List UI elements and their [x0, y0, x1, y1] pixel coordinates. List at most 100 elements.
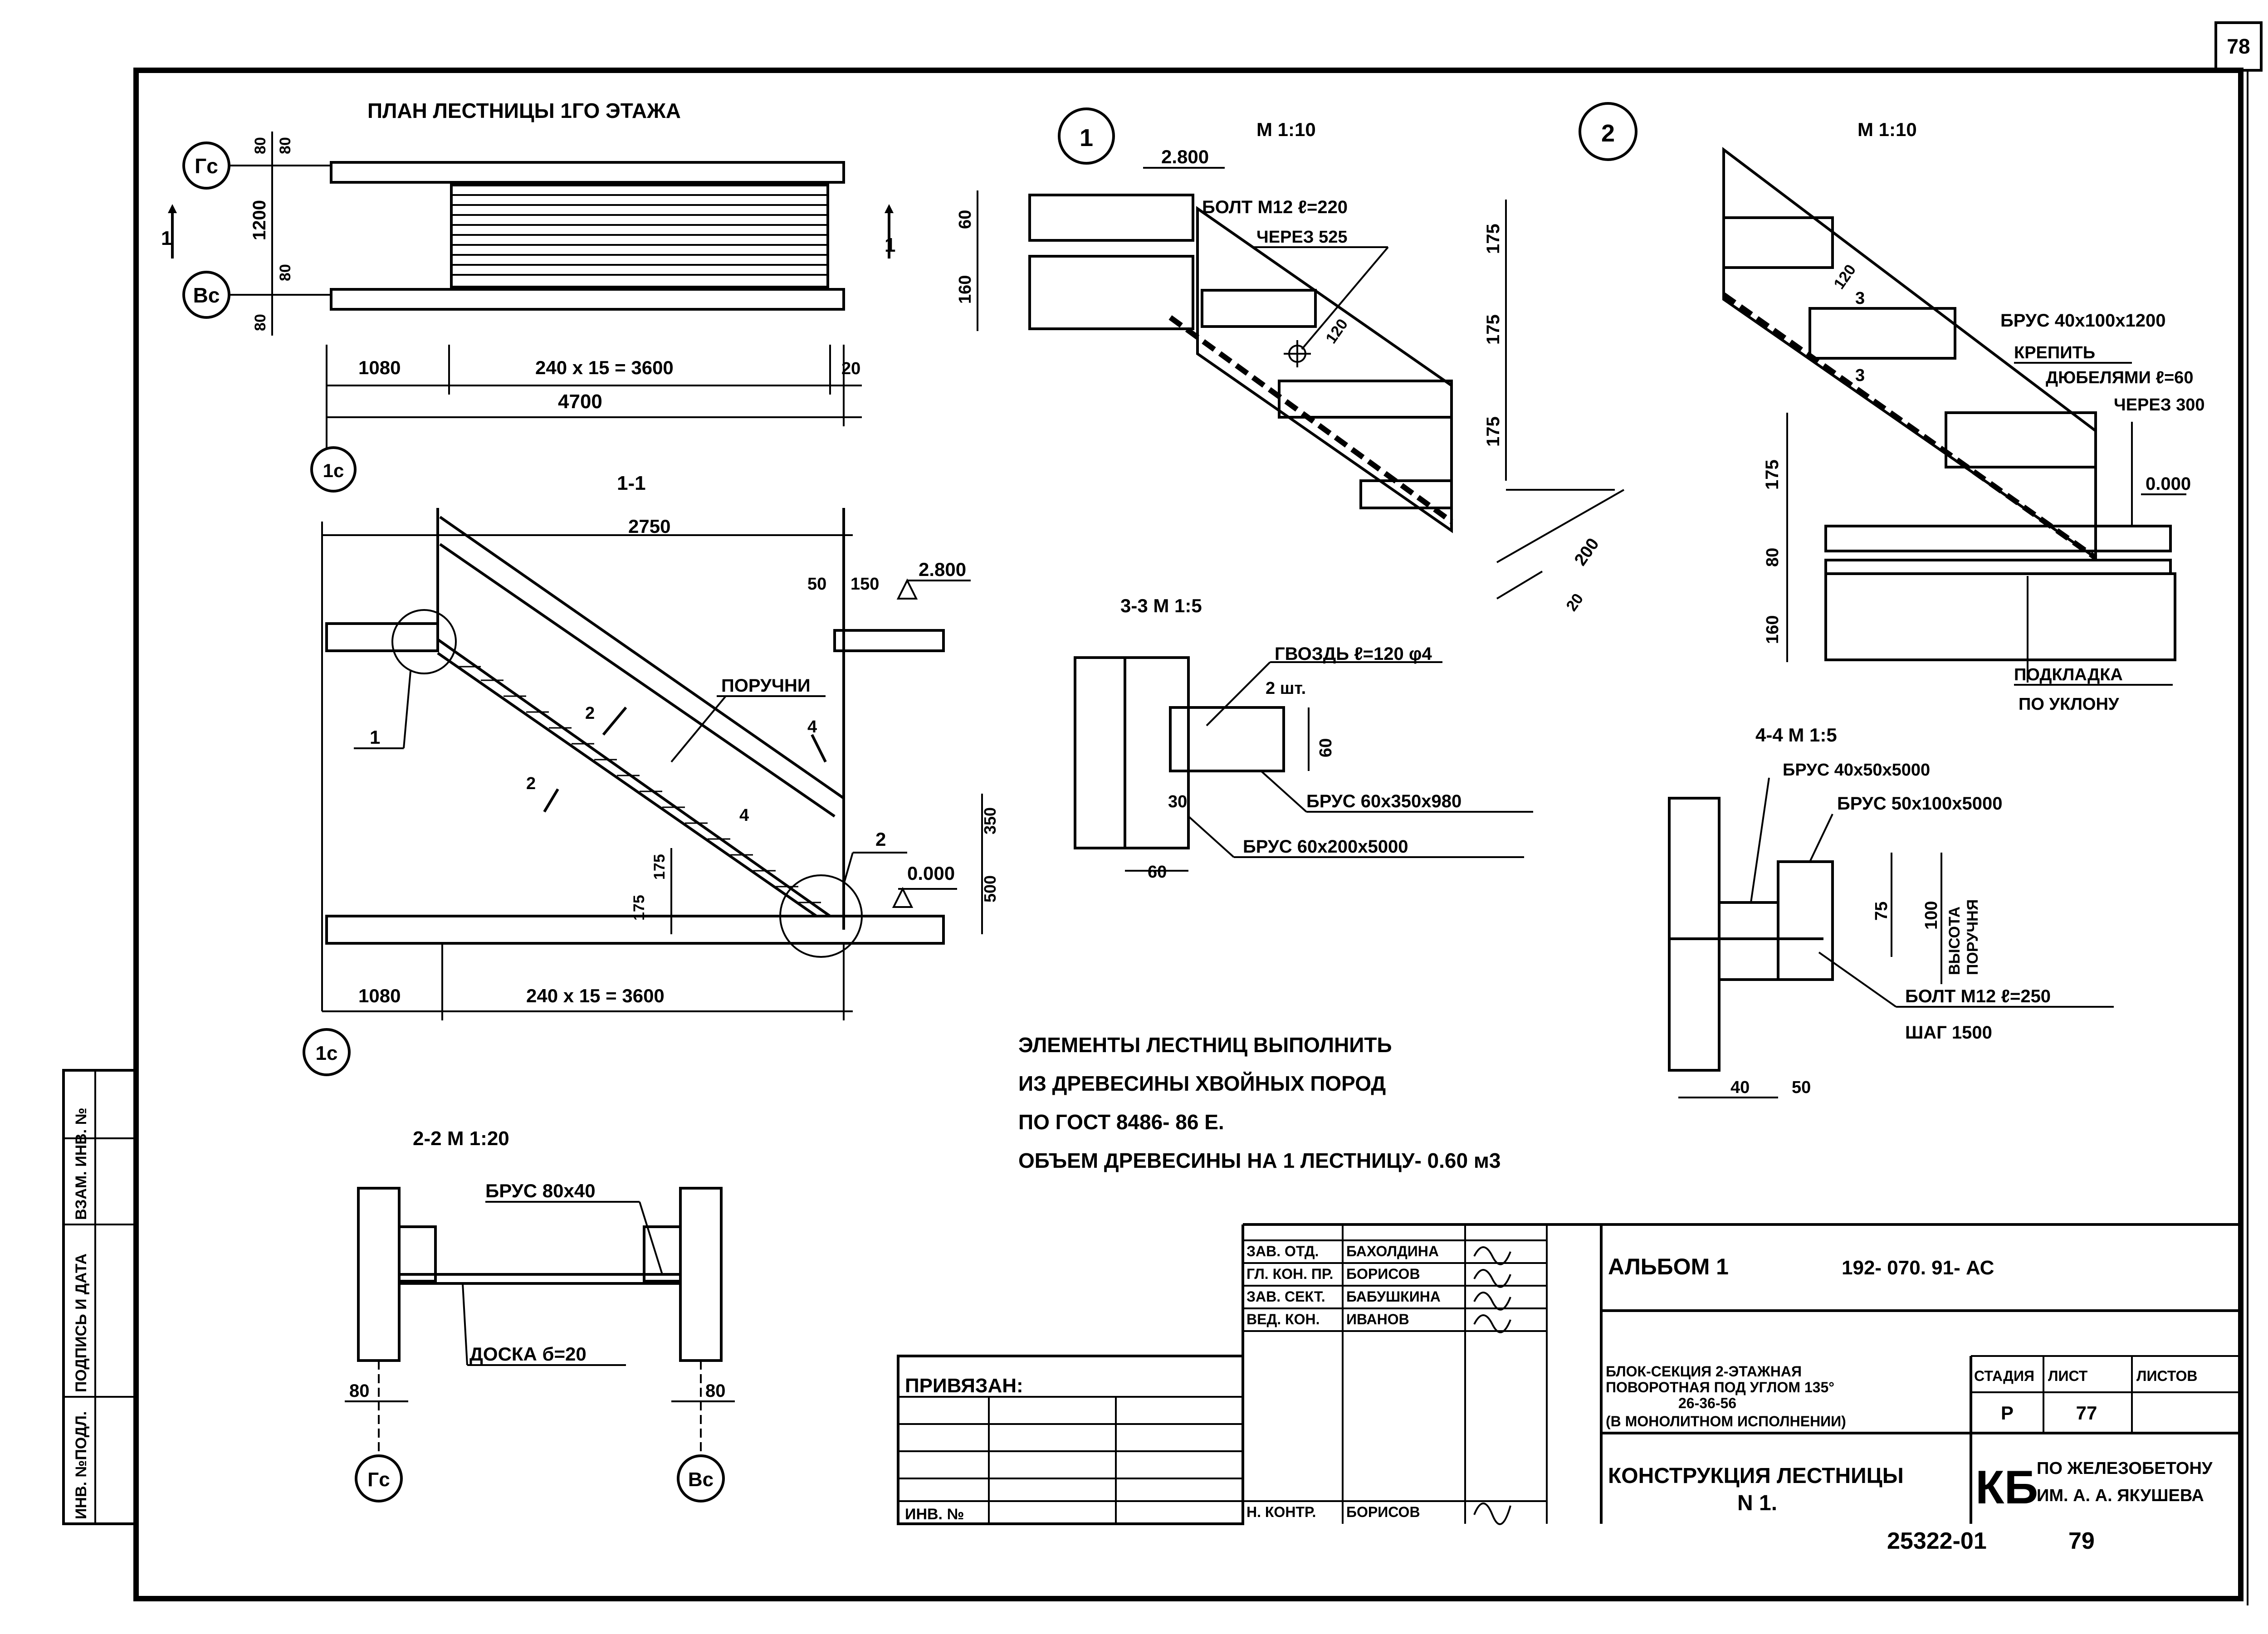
section-2-2: 2-2 М 1:20 БРУС 80x40 ДОСКА б=20 80 80 Г… [345, 1127, 735, 1502]
title-block: ЗАВ. ОТД. БАХОЛДИНА ГЛ. КОН. ПР. БОРИСОВ… [897, 1223, 2241, 1525]
s44-rail-height-2: ПОРУЧНЯ [1964, 899, 1981, 975]
page-number: 78 [2227, 34, 2250, 58]
section-3-3: 3-3 М 1:5 ГВОЗДЬ ℓ=120 φ4 2 шт. 60 30 60… [1074, 595, 1533, 882]
s33-dim-60-h: 60 [1316, 738, 1335, 757]
name-4: ИВАНОВ [1346, 1311, 1409, 1327]
section-4-4: 4-4 М 1:5 БРУС 40x50x5000 БРУС 50x100x50… [1668, 724, 2114, 1098]
detail-2-fix-3: ЧЕРЕЗ 300 [2114, 395, 2205, 415]
control-role: Н. КОНТР. [1246, 1504, 1316, 1520]
org-line-1: ПО ЖЕЛЕЗОБЕТОНУ [2037, 1459, 2213, 1478]
detail-1-dim-20: 20 [1563, 590, 1587, 615]
detail-2-beam-label: БРУС 40x100x1200 [2000, 311, 2166, 331]
role-1: ЗАВ. ОТД. [1246, 1243, 1319, 1259]
s11-handrail-label: ПОРУЧНИ [721, 676, 811, 696]
plan-dim-20: 20 [841, 359, 860, 378]
role-4: ВЕД. КОН. [1246, 1311, 1320, 1327]
s44-beam-b: БРУС 50x100x5000 [1837, 794, 2003, 814]
name-1: БАХОЛДИНА [1346, 1243, 1439, 1259]
side-stamp-col1: ИНВ. №ПОДЛ. [73, 1411, 90, 1519]
plan-dim-80-d: 80 [252, 314, 269, 331]
detail-2-cut-3-b: 3 [1855, 366, 1865, 385]
detail-2-dim-80: 80 [1763, 548, 1782, 567]
detail-1-dim-200: 200 [1571, 535, 1603, 569]
detail-2-dim-160: 160 [1763, 615, 1782, 644]
axis-vc-label: Вс [193, 283, 220, 307]
detail-2-bubble [1579, 102, 1637, 161]
s11-dim-2750: 2750 [628, 516, 670, 537]
s22-board: ДОСКА б=20 [469, 1343, 587, 1365]
plan-wall-gc [330, 161, 845, 184]
plan-dim-80-a: 80 [252, 137, 269, 154]
detail-2-dim-175: 175 [1762, 459, 1782, 490]
name-3: БАБУШКИНА [1346, 1288, 1441, 1305]
s22-beam: БРУС 80x40 [485, 1180, 596, 1201]
s11-dim-350: 350 [981, 807, 999, 834]
side-stamp-col2: ПОДПИСЬ И ДАТА [73, 1254, 90, 1392]
detail-1-bubble [1058, 107, 1115, 165]
title-block-roles: ЗАВ. ОТД. БАХОЛДИНА ГЛ. КОН. ПР. БОРИСОВ… [1246, 1243, 1441, 1327]
plan-dim-4700: 4700 [558, 390, 602, 413]
project-line-2: ПОВОРОТНАЯ ПОД УГЛОМ 135° [1606, 1379, 1834, 1395]
stair-plan: ПЛАН ЛЕСТНИЦЫ 1ГО ЭТАЖА Гс Вс 80 80 1200… [161, 99, 895, 493]
s22-dim-80-b: 80 [705, 1381, 726, 1401]
s33-title: 3-3 М 1:5 [1120, 595, 1202, 616]
s11-title: 1-1 [617, 472, 646, 494]
detail-2-dim-120: 120 [1830, 261, 1859, 292]
s44-step: ШАГ 1500 [1905, 1023, 1992, 1043]
sheet-frame: 78 [133, 21, 2263, 1605]
s11-dim-500: 500 [981, 875, 999, 902]
plan-title: ПЛАН ЛЕСТНИЦЫ 1ГО ЭТАЖА [367, 99, 681, 122]
bottom-code: 25322-01 [1887, 1528, 1987, 1554]
plan-axis-1c-bubble [310, 446, 357, 493]
s11-axis-1c-bubble [303, 1028, 351, 1076]
section-1-1: 1-1 2750 50 150 2.800 ПОРУЧНИ [303, 472, 999, 1076]
s44-title: 4-4 М 1:5 [1755, 724, 1837, 746]
org-logo: КБ [1975, 1461, 2038, 1514]
general-notes: ЭЛЕМЕНТЫ ЛЕСТНИЦ ВЫПОЛНИТЬ ИЗ ДРЕВЕСИНЫ … [1018, 1033, 1501, 1172]
doc-code: 192- 070. 91- АС [1842, 1257, 1994, 1279]
plan-cut-right: 1 [885, 234, 895, 256]
s11-axis-1c: 1с [316, 1042, 338, 1064]
s11-dim-175-a: 175 [651, 854, 668, 880]
s44-bolt: БОЛТ М12 ℓ=250 [1905, 986, 2051, 1006]
notes-line-1: ЭЛЕМЕНТЫ ЛЕСТНИЦ ВЫПОЛНИТЬ [1018, 1033, 1392, 1057]
detail-1-number: 1 [1080, 124, 1093, 151]
plan-dim-1080: 1080 [358, 357, 401, 378]
project-line-1: БЛОК-СЕКЦИЯ 2-ЭТАЖНАЯ [1606, 1363, 1802, 1380]
detail-2: 2 М 1:10 БРУС 40x100x1200 КРЕПИТЬ ДЮБЕЛЯ… [1579, 102, 2205, 714]
s11-dim-1080: 1080 [358, 985, 401, 1006]
detail-2-cut-3-a: 3 [1855, 289, 1865, 308]
detail-1-level: 2.800 [1161, 146, 1209, 167]
axis-gc-label: Гс [195, 154, 218, 178]
detail-1-dim-175-c: 175 [1483, 416, 1503, 447]
plan-dim-80-c: 80 [277, 264, 294, 281]
detail-1-dim-160: 160 [956, 275, 975, 304]
side-stamp-col3: ВЗАМ. ИНВ. № [73, 1107, 90, 1220]
drawing-name-1: КОНСТРУКЦИЯ ЛЕСТНИЦЫ [1608, 1464, 1904, 1488]
detail-2-level: 0.000 [2146, 474, 2191, 494]
s11-dim-175-b: 175 [631, 895, 648, 921]
drawing-name-2: N 1. [1737, 1491, 1777, 1515]
s11-cut-2-a: 2 [585, 704, 595, 723]
s11-steps [458, 666, 821, 903]
notes-line-2: ИЗ ДРЕВЕСИНЫ ХВОЙНЫХ ПОРОД [1018, 1072, 1386, 1095]
s11-cut-4-b: 4 [739, 806, 749, 825]
detail-2-pad-2: ПО УКЛОНУ [2019, 695, 2119, 714]
s11-callout-1: 1 [370, 727, 380, 748]
notes-line-4: ОБЪЕМ ДРЕВЕСИНЫ НА 1 ЛЕСТНИЦУ- 0.60 м3 [1018, 1149, 1501, 1172]
detail-2-pad-1: ПОДКЛАДКА [2014, 665, 2123, 684]
s11-callout-2: 2 [875, 829, 886, 850]
detail-2-scale: М 1:10 [1857, 119, 1917, 140]
s33-dim-30: 30 [1168, 792, 1187, 811]
s33-beam-a: БРУС 60x350x980 [1306, 791, 1461, 811]
inv-label: ИНВ. № [905, 1506, 964, 1523]
notes-line-3: ПО ГОСТ 8486- 86 Е. [1018, 1110, 1224, 1134]
plan-wall-vc [330, 288, 845, 311]
name-2: БОРИСОВ [1346, 1266, 1420, 1282]
bottom-page: 79 [2068, 1528, 2095, 1554]
stage-value: Р [2001, 1402, 2014, 1424]
plan-dim-run: 240 x 15 = 3600 [535, 357, 674, 378]
project-line-4: (В МОНОЛИТНОМ ИСПОЛНЕНИИ) [1606, 1413, 1846, 1429]
detail-2-fix-2: ДЮБЕЛЯМИ ℓ=60 [2046, 368, 2193, 387]
